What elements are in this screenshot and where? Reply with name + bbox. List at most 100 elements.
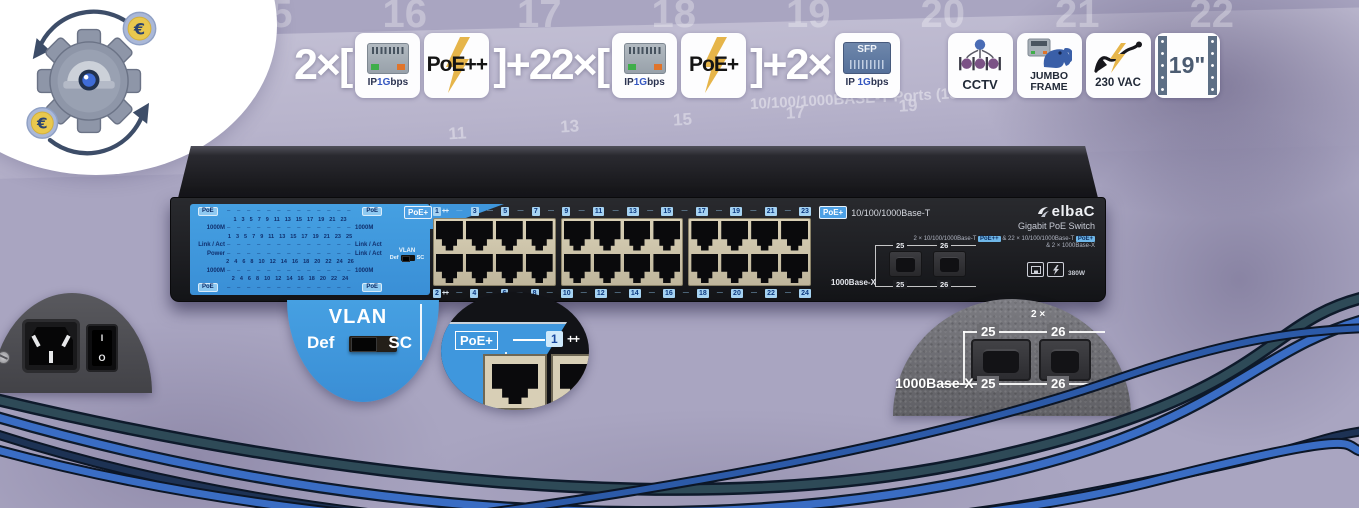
port-number: 22 <box>765 289 777 298</box>
port-dash: — <box>715 208 722 214</box>
panel-row: 1000M– – – – – – – – – – – – –1000M <box>192 267 388 276</box>
badge-label: CCTV <box>962 77 998 93</box>
badge-rj45-1gbps: IP1Gbps <box>355 32 421 98</box>
rj45-port <box>623 221 651 251</box>
bg-number: 20 <box>920 0 966 36</box>
panel-label: PoE <box>198 283 218 293</box>
port-number: 12 <box>594 289 607 298</box>
port-number: 3 <box>470 207 479 216</box>
rj45-port <box>525 221 553 251</box>
badge-rj45-1gbps: IP1Gbps <box>612 32 678 98</box>
brand-logo: elbaC <box>914 203 1095 220</box>
sfp-name-label: 1000Base-X <box>831 278 876 287</box>
panel-label: PoE <box>198 206 218 216</box>
formula-text: ]+22×[ <box>493 40 610 89</box>
badge-poe-plus: PoE+ <box>681 32 747 98</box>
rocker-face: I O <box>92 330 112 366</box>
port-plusplus: ++ <box>567 332 580 346</box>
rj45-port <box>653 253 681 283</box>
panel-label: Link / Act <box>198 242 225 249</box>
port-number: 2 <box>433 289 441 298</box>
rocker-on-label: I <box>100 333 104 343</box>
sfp-bracket <box>875 245 976 287</box>
port-number: 1 <box>546 331 563 347</box>
euro-coin-icon: € <box>122 11 157 46</box>
port-dash: — <box>750 208 757 214</box>
bg-number: 21 <box>1055 0 1100 36</box>
power-cable-bolt-icon <box>1094 41 1143 73</box>
svg-text:€: € <box>36 115 48 133</box>
panel-row: Link / Act– – – – – – – – – – – – –Link … <box>192 241 388 250</box>
panel-label: Power <box>206 250 225 257</box>
badge-label: IP1Gbps <box>624 76 665 88</box>
sfp-port-number: 25 <box>977 376 1000 391</box>
port-number: 21 <box>764 207 777 216</box>
badge-label: IP 1Gbps <box>845 77 889 88</box>
port-dash: — <box>456 290 463 296</box>
port-dash: — <box>517 208 524 214</box>
panel-row: 2 4 6 8 10 12 14 16 18 20 22 24 26 <box>192 258 388 267</box>
panel-leds: – – – – – – – – – – – – – <box>227 267 353 274</box>
poe-badge: PoE+ <box>819 206 848 219</box>
badge-label: PoE++ <box>426 53 488 76</box>
port-number: 4 <box>470 289 479 298</box>
svg-text:€: € <box>133 19 145 38</box>
panel-row: 1 3 5 7 9 11 13 15 17 19 21 23 25 <box>192 233 388 242</box>
vlan-sc-label: SC <box>416 255 425 261</box>
port-plusplus: ++ <box>441 208 449 215</box>
rj45-port-icon <box>623 42 666 74</box>
sfp-port-number: 26 <box>1047 324 1070 339</box>
badge-label: IP1Gbps <box>367 76 409 88</box>
rj45-port <box>525 253 553 283</box>
callout-power-inlet: I O <box>0 293 152 393</box>
panel-numbers: 1 3 5 7 9 11 13 15 17 19 21 23 25 <box>227 233 353 240</box>
sfp-slot-25 <box>971 339 1031 381</box>
euro-coin-icon: € <box>26 106 59 139</box>
badge-label: 230 VAC <box>1095 76 1141 89</box>
lightning-bolt-icon <box>445 37 470 93</box>
port-dash: — <box>486 208 493 214</box>
rj45-port <box>436 221 463 251</box>
port-dash: — <box>612 208 619 214</box>
panel-divider-line <box>420 304 422 360</box>
panel-row: PoE– – – – – – – – – – – – –PoE <box>192 283 388 293</box>
port-dash: — <box>785 290 792 296</box>
port-dash: — <box>716 290 723 296</box>
lightning-bolt-icon <box>702 37 727 93</box>
port-number: 16 <box>662 289 675 298</box>
rack-ear-icon <box>1207 35 1217 95</box>
port-number: 13 <box>626 207 639 216</box>
badge-label: JUMBO FRAME <box>1030 69 1068 93</box>
iec-power-inlet <box>22 319 80 373</box>
port-dash: — <box>648 290 655 296</box>
baset-label: 10/100/1000Base-T <box>851 207 931 218</box>
rocker-off-label: O <box>98 353 106 363</box>
rj45-port <box>495 221 523 251</box>
cctv-network-icon <box>959 39 1001 71</box>
sfp-port-number: 26 <box>937 241 952 250</box>
screw-icon <box>0 351 10 364</box>
brand-swoosh-icon <box>1037 206 1049 217</box>
rj45-port <box>751 253 779 283</box>
port-number: 18 <box>697 289 709 298</box>
bg-number: 17 <box>517 0 562 36</box>
panel-label: 1000M <box>355 267 374 274</box>
arrowhead-top <box>32 38 50 60</box>
port-number: 19 <box>730 207 743 216</box>
panel-label: Link / Act <box>355 242 382 249</box>
bg-number: 15 <box>672 109 693 130</box>
green-led-icon <box>627 63 636 70</box>
rj45-port <box>751 221 779 251</box>
panel-leds: – – – – – – – – – – – – – <box>227 225 353 232</box>
lightning-icon <box>1047 262 1064 277</box>
watt-label: 380W <box>1068 270 1085 277</box>
vlan-sc-label: SC <box>388 333 412 352</box>
port-dash: — <box>580 290 587 296</box>
port-number: 24 <box>799 289 811 298</box>
port-number: 14 <box>628 289 641 298</box>
rj45-port <box>593 221 621 251</box>
sfp-count-label: 2 × <box>1031 309 1046 320</box>
rj45-port <box>483 354 547 410</box>
